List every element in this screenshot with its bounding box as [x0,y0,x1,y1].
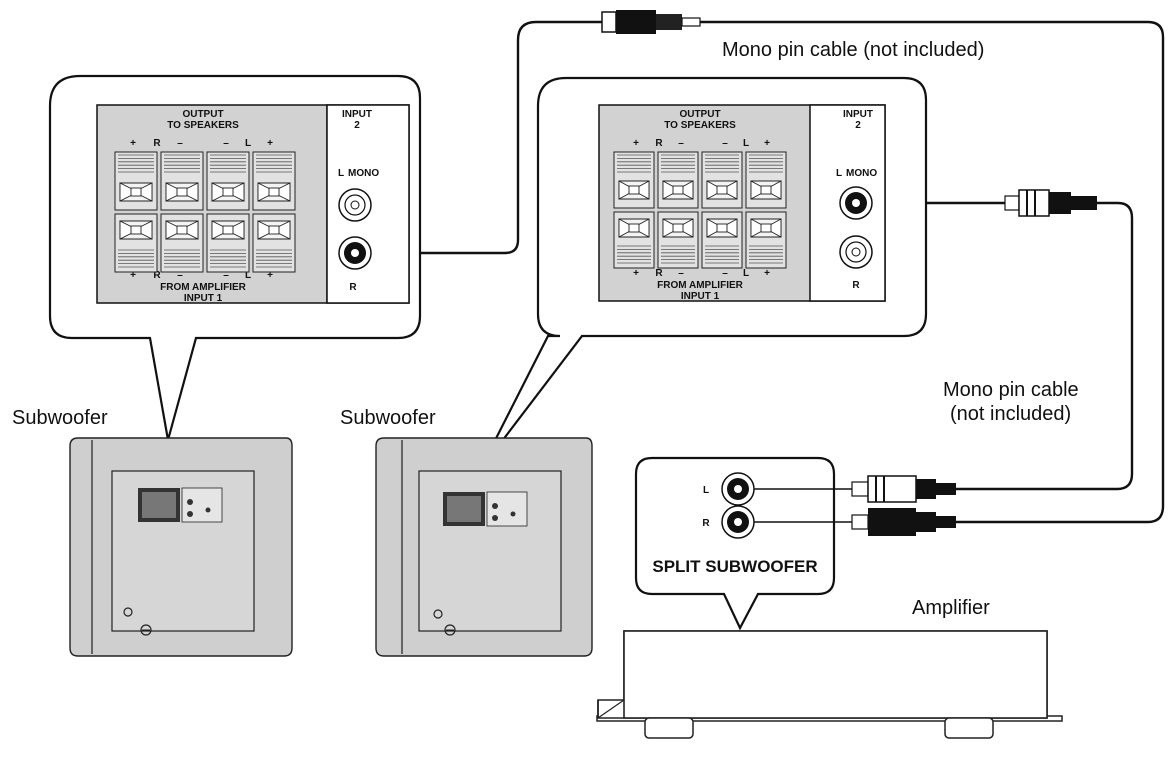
subwoofer-middle-label: Subwoofer [340,407,436,429]
minus-sign: – [678,138,684,149]
plus-sign: + [764,268,770,279]
speaker-terminal [701,151,743,209]
plus-sign: + [130,270,136,281]
plus-sign: + [764,138,770,149]
mono-label: MONO [846,168,877,179]
plus-sign: + [633,268,639,279]
input2-label: INPUT [843,109,873,120]
cable-right-label-line2: (not included) [950,403,1071,425]
input1-label: INPUT 1 [681,291,720,302]
cable-right-route [870,189,1134,491]
speaker-terminal [206,151,250,211]
from-amplifier-label: FROM AMPLIFIER [657,280,744,291]
speaker-terminal [657,211,699,269]
left-input2-jacks [338,188,372,270]
minus-sign: – [223,138,229,149]
input2-number: 2 [354,120,360,131]
left-panel-labels: OUTPUT TO SPEAKERS INPUT 2 + R – – L + +… [130,109,379,304]
amplifier [596,630,1063,739]
l-marker: L [743,268,749,279]
to-speakers-label: TO SPEAKERS [664,120,736,131]
output-label: OUTPUT [182,109,223,120]
subwoofer-middle [375,437,593,657]
r-marker: R [852,280,860,291]
speaker-terminal [701,211,743,269]
minus-sign: – [177,138,183,149]
speaker-terminal [657,151,699,209]
speaker-terminal [613,211,655,269]
speaker-terminal [114,151,158,211]
l-marker: L [245,138,251,149]
speaker-terminal [114,213,158,273]
subwoofer-left-label: Subwoofer [12,407,108,429]
subwoofer-left [69,437,293,657]
split-subwoofer-label: SPLIT SUBWOOFER [652,557,817,576]
from-amplifier-label: FROM AMPLIFIER [160,282,247,293]
speaker-terminal [745,211,787,269]
l-marker: L [338,168,344,179]
output-label: OUTPUT [679,109,720,120]
left-speaker-terminals [114,151,296,273]
speaker-terminal [160,151,204,211]
plus-sign: + [633,138,639,149]
speaker-terminal [252,151,296,211]
amp-plug-l [754,475,956,503]
r-marker: R [153,138,161,149]
input1-label: INPUT 1 [184,293,223,304]
minus-sign: – [678,268,684,279]
minus-sign: – [177,270,183,281]
minus-sign: – [722,268,728,279]
r-marker: R [153,270,161,281]
middle-panel-labels: OUTPUT TO SPEAKERS INPUT 2 + R – – L + +… [633,109,877,302]
cable-right-label-line1: Mono pin cable [943,379,1079,401]
input2-number: 2 [855,120,861,131]
l-marker: L [836,168,842,179]
plus-sign: + [267,138,273,149]
to-speakers-label: TO SPEAKERS [167,120,239,131]
amp-foot-right [944,717,994,739]
l-marker: L [245,270,251,281]
l-marker: L [743,138,749,149]
middle-speaker-terminals [613,151,787,269]
amp-foot-left [644,717,694,739]
r-marker: R [349,282,357,293]
mono-label: MONO [348,168,379,179]
speaker-terminal [745,151,787,209]
r-marker: R [655,138,663,149]
plus-sign: + [130,138,136,149]
split-subwoofer-callout: L R SPLIT SUBWOOFER [634,456,836,631]
cable-top-label: Mono pin cable (not included) [722,39,984,61]
r-marker: R [655,268,663,279]
speaker-terminal [206,213,250,273]
minus-sign: – [722,138,728,149]
cable-top-route [356,10,1165,524]
amp-jack-r-label: R [702,518,710,529]
speaker-terminal [252,213,296,273]
speaker-terminal [613,151,655,209]
amp-plug-r [754,508,956,536]
input2-label: INPUT [342,109,372,120]
plus-sign: + [267,270,273,281]
middle-input2-jacks [839,186,873,269]
minus-sign: – [223,270,229,281]
speaker-terminal [160,213,204,273]
amplifier-label: Amplifier [912,597,990,619]
amp-jack-l-label: L [703,485,709,496]
